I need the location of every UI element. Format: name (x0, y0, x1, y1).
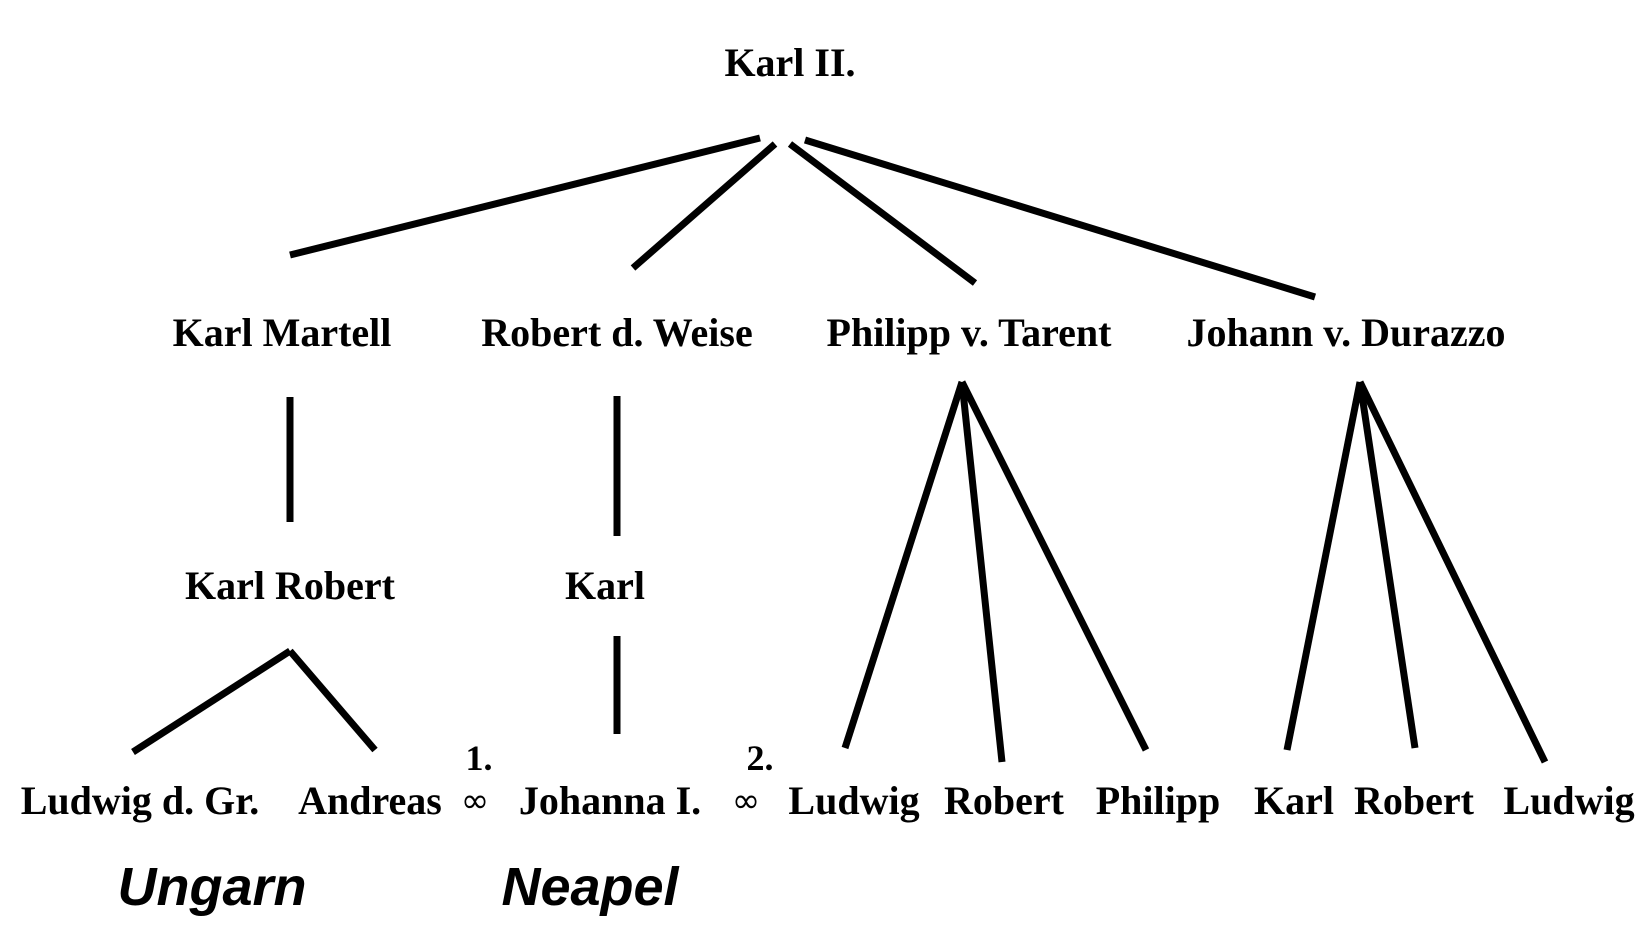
node-ludwig-tarent: Ludwig (788, 778, 919, 823)
marriage-symbol-1: ∞ (461, 781, 489, 821)
marriage-order-1: 1. (466, 738, 493, 778)
node-ludwig-durazzo: Ludwig (1503, 778, 1634, 823)
edge-karl-robert-to-andreas (287, 648, 378, 753)
edge-johann-v-durazzo-to-ludwig (1356, 380, 1549, 764)
node-karl-durazzo: Karl (1254, 778, 1334, 823)
node-karl-martell: Karl Martell (173, 310, 392, 355)
node-philipp-tarent: Philipp (1096, 778, 1221, 823)
node-robert-durazzo: Robert (1354, 778, 1475, 823)
edge-johann-v-durazzo-to-karl (1283, 381, 1364, 751)
region-ungarn: Ungarn (118, 857, 307, 917)
edge-philipp-v-tarent-to-ludwig (841, 380, 966, 750)
edge-philipp-v-tarent-to-philipp (958, 380, 1150, 752)
node-johanna-i: Johanna I. (519, 778, 701, 823)
node-karl-ii: Karl II. (724, 40, 855, 85)
edge-karl-ii-to-karl-martell (289, 134, 761, 259)
node-johann-v-durazzo: Johann v. Durazzo (1187, 310, 1506, 355)
node-karl-robert: Karl Robert (185, 563, 396, 608)
edge-philipp-v-tarent-to-robert (958, 381, 1006, 763)
edge-karl-ii-to-robert-d-weise (630, 141, 778, 271)
node-andreas: Andreas (298, 778, 442, 823)
marriage-symbol-2: ∞ (732, 781, 760, 821)
edge-karl-ii-to-johann-v-durazzo (803, 136, 1317, 301)
node-philipp-v-tarent: Philipp v. Tarent (827, 310, 1113, 355)
marriage-order-2: 2. (747, 738, 774, 778)
node-robert-tarent: Robert (944, 778, 1065, 823)
node-karl: Karl (565, 563, 645, 608)
edge-johann-v-durazzo-to-robert (1356, 381, 1419, 749)
node-robert-d-weise: Robert d. Weise (481, 310, 752, 355)
node-ludwig-d-gr: Ludwig d. Gr. (21, 778, 260, 823)
edge-karl-robert-to-ludwig-d-gr (131, 648, 292, 755)
edge-karl-ii-to-philipp-v-tarent (787, 141, 978, 286)
region-neapel: Neapel (501, 857, 679, 917)
